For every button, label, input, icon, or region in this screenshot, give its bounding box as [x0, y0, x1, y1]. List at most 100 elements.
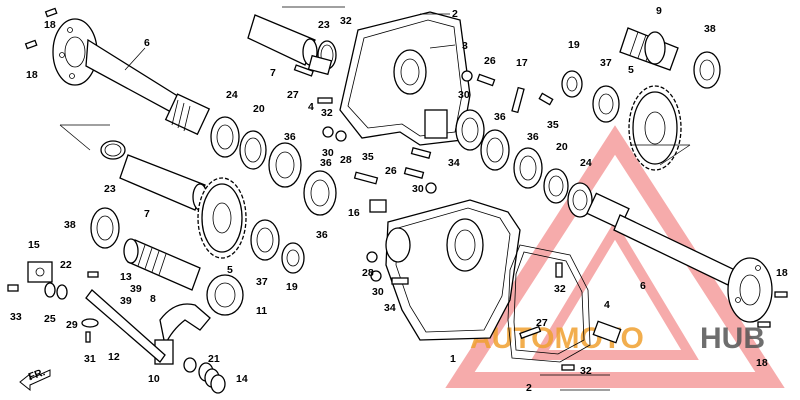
- callout-12: 12: [108, 351, 120, 363]
- bearing-36-left-2: [303, 170, 337, 216]
- callout-26-center: 26: [385, 165, 397, 177]
- callout-18-top: 18: [44, 19, 56, 31]
- callout-8: 8: [150, 293, 156, 305]
- callout-37-right: 37: [600, 57, 612, 69]
- pin-31: [85, 331, 91, 343]
- callout-22: 22: [60, 259, 72, 271]
- spring-14: [198, 362, 226, 394]
- washer-30-upper: [461, 70, 473, 82]
- gasket-2-lower: [507, 244, 591, 363]
- bearing-37-left: [250, 219, 280, 261]
- bolt-34-lower: [391, 277, 409, 285]
- bolt-34-center: [410, 146, 432, 160]
- callout-18-right-upper: 18: [776, 267, 788, 279]
- bolt-32-upper: [317, 97, 333, 104]
- callout-35-center: 35: [362, 151, 374, 163]
- callout-30-upper: 30: [322, 147, 334, 159]
- callout-21: 21: [208, 353, 220, 365]
- case-1-lower: [385, 199, 521, 341]
- callout-7-upper: 7: [270, 67, 276, 79]
- callout-4-upper: 4: [308, 101, 314, 113]
- bearing-38-left: [90, 207, 120, 249]
- callout-23-lower: 23: [104, 183, 116, 195]
- oring-23-lower: [100, 140, 126, 160]
- callout-19-left: 19: [286, 281, 298, 293]
- callout-34-lower: 34: [384, 302, 396, 314]
- callout-9: 9: [656, 5, 662, 17]
- callout-1: 1: [450, 353, 456, 365]
- callout-3: 3: [462, 40, 468, 52]
- sleeve-7-lower: [119, 154, 208, 211]
- callout-29: 29: [66, 319, 78, 331]
- pin-4-lower: [592, 320, 622, 344]
- callout-16: 16: [348, 207, 360, 219]
- washers-28-30-lower: [366, 251, 382, 282]
- callout-35-upper: 35: [547, 119, 559, 131]
- bracket-16: [369, 199, 387, 213]
- callout-17: 17: [516, 57, 528, 69]
- leader-lines: [59, 6, 691, 391]
- front-direction-arrow: [19, 369, 51, 392]
- bolt-26-upper: [476, 73, 496, 87]
- callout-30-lower: 30: [372, 286, 384, 298]
- callout-37-left: 37: [256, 276, 268, 288]
- shift-sleeve-11: [206, 274, 244, 316]
- pins-27-4-upper: [293, 54, 333, 77]
- shift-shaft-12: [85, 289, 166, 363]
- callout-38-left: 38: [64, 219, 76, 231]
- callout-18-right-lower: 18: [756, 357, 768, 369]
- watermark-text-part2: HUB: [700, 322, 765, 355]
- callout-14: 14: [236, 373, 248, 385]
- bolt-35-upper: [538, 92, 554, 106]
- callout-19-right: 19: [568, 39, 580, 51]
- callout-25: 25: [44, 313, 56, 325]
- washer-25: [44, 282, 56, 298]
- callout-31: 31: [84, 353, 96, 365]
- callout-6-lower: 6: [640, 280, 646, 292]
- ring-24-center: [567, 182, 593, 218]
- bearing-38-right: [693, 51, 721, 89]
- callout-6-upper: 6: [144, 37, 150, 49]
- callout-30-upper-right: 30: [458, 89, 470, 101]
- gear-5-lower-left: [197, 177, 247, 259]
- bolt-18-right-upper: [774, 291, 788, 298]
- callout-24-upper: 24: [226, 89, 238, 101]
- pinion-shaft-9: [619, 27, 679, 71]
- callout-39-a: 39: [130, 283, 142, 295]
- bearing-20-upper: [239, 130, 267, 170]
- bearing-36-left-1: [268, 142, 302, 188]
- bearing-37-right: [592, 85, 620, 123]
- callout-36-c: 36: [316, 229, 328, 241]
- callout-27-upper: 27: [287, 89, 299, 101]
- callout-5-right: 5: [628, 64, 634, 76]
- washers-30-28-upper: [322, 126, 347, 142]
- front-direction-label: FR.: [27, 366, 47, 383]
- pin-13: [87, 271, 99, 278]
- callout-27-lower: 27: [536, 317, 548, 329]
- nut-19-right: [561, 70, 583, 98]
- callout-7-lower: 7: [144, 208, 150, 220]
- bearing-20-center: [543, 168, 569, 204]
- bolt-26-center: [403, 166, 425, 180]
- callout-36-b: 36: [320, 157, 332, 169]
- callout-4-lower: 4: [604, 299, 610, 311]
- bracket-15: [27, 261, 53, 283]
- gear-5-right: [628, 85, 682, 171]
- bracket-17: [511, 86, 525, 114]
- countershaft-8: [123, 238, 201, 291]
- callout-18-left: 18: [26, 69, 38, 81]
- callout-2-upper: 2: [452, 8, 458, 20]
- callout-labels: 18 18 6 24 20 36 36 36 23 32 7 27 4 32 3…: [10, 5, 788, 394]
- callout-2-lower: 2: [526, 382, 532, 394]
- bolt-32-lower: [561, 364, 575, 371]
- callout-39-b: 39: [120, 295, 132, 307]
- bolt-32-center: [555, 262, 563, 278]
- bolt-18-right-lower: [757, 321, 771, 328]
- ring-24-upper: [210, 116, 240, 158]
- clip-22: [56, 284, 68, 300]
- callout-11: 11: [256, 305, 267, 317]
- callout-38-right: 38: [704, 23, 716, 35]
- callout-24-center: 24: [580, 157, 592, 169]
